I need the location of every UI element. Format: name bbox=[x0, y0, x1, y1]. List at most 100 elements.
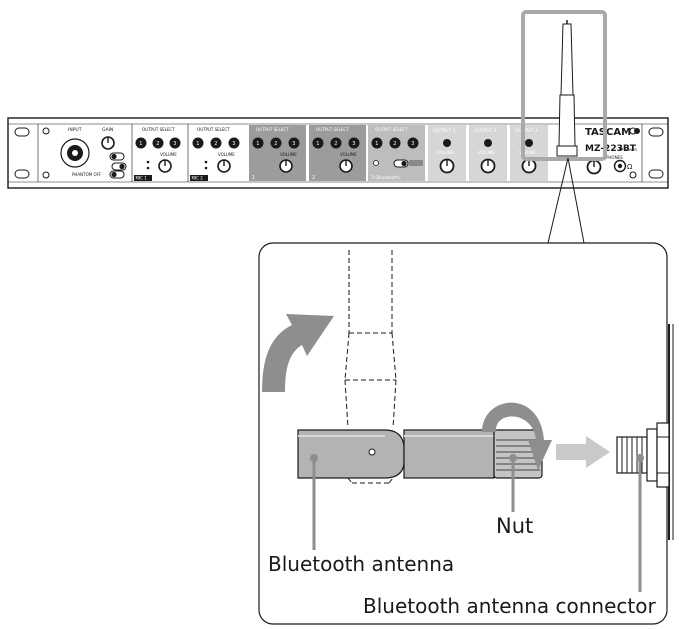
select-button-label: 2 bbox=[156, 141, 159, 147]
power-label: POWER bbox=[624, 148, 638, 152]
nut-label: Nut bbox=[496, 514, 534, 538]
indicator-led-icon bbox=[204, 166, 208, 170]
output-sections: OUTPUT 1 OUTPUT 2 OUTPUT 3 VOLUME VOLUME… bbox=[428, 125, 548, 181]
mic1-badge-text: MIC 1 bbox=[136, 176, 148, 181]
select-button-2[interactable] bbox=[389, 137, 401, 149]
line2-output-select-label: OUTPUT SELECT bbox=[316, 127, 349, 132]
line3-sub-label: 3 (Bluetooth) bbox=[371, 175, 401, 181]
select-button-label: 3 bbox=[352, 141, 355, 147]
bluetooth-antenna bbox=[297, 429, 495, 479]
rack-hole-icon bbox=[14, 169, 30, 179]
select-button-label: 2 bbox=[393, 141, 396, 147]
bluetooth-antenna-connector-label: Bluetooth antenna connector bbox=[363, 594, 656, 618]
callout-guide-left bbox=[547, 157, 569, 244]
line1-section: OUTPUT SELECT 1 2 3 VOLUME 1 bbox=[249, 125, 306, 181]
fold-up-arrow-icon bbox=[262, 314, 334, 392]
select-button-3[interactable] bbox=[288, 137, 300, 149]
brand-logo: TASCAM bbox=[585, 127, 631, 138]
select-button-3[interactable] bbox=[348, 137, 360, 149]
mic1-output-select-label: OUTPUT SELECT bbox=[142, 127, 175, 132]
output1-volume-label: VOLUME bbox=[437, 150, 454, 155]
antenna-nut bbox=[482, 402, 552, 479]
rack-hole-icon bbox=[648, 169, 664, 179]
bluetooth-antenna-connector bbox=[616, 422, 670, 488]
mic1-badge bbox=[134, 175, 152, 181]
antenna-hinge-barrel bbox=[403, 429, 495, 479]
antenna-connector-icon bbox=[556, 145, 578, 157]
mic2-badge-text: MIC 2 bbox=[192, 176, 204, 181]
phones-label: PHONES bbox=[606, 155, 623, 160]
line2-volume-label: VOLUME bbox=[340, 152, 357, 157]
pairing-led-icon bbox=[373, 160, 379, 166]
screw-icon bbox=[42, 171, 50, 179]
mic1-section: OUTPUT SELECT 1 2 3 VOLUME MIC 1 bbox=[131, 124, 181, 182]
connector-leader-dot bbox=[636, 454, 644, 462]
indicator-led-icon bbox=[146, 160, 150, 164]
combo-jack-hole-icon bbox=[72, 150, 78, 156]
headphone-indicator-icon bbox=[525, 139, 533, 147]
tighten-rotation-arrow-icon bbox=[482, 402, 552, 470]
phones-jack-hole-icon bbox=[617, 163, 623, 169]
mic2-output-select-label: OUTPUT SELECT bbox=[197, 127, 230, 132]
line1-panel bbox=[249, 125, 306, 181]
select-button-1[interactable] bbox=[312, 137, 324, 149]
nut-leader-dot bbox=[509, 454, 517, 462]
line3-panel bbox=[368, 125, 425, 181]
power-button-icon[interactable] bbox=[634, 128, 640, 134]
line2-panel bbox=[309, 125, 366, 181]
output2-label: OUTPUT 2 bbox=[474, 128, 497, 134]
connector-flange bbox=[646, 428, 658, 482]
output1-label: OUTPUT 1 bbox=[433, 128, 456, 134]
select-button-3[interactable] bbox=[407, 137, 419, 149]
device-antenna bbox=[556, 20, 578, 157]
select-button-label: 1 bbox=[139, 141, 142, 147]
select-button-2[interactable] bbox=[270, 137, 282, 149]
select-button-1[interactable] bbox=[252, 137, 264, 149]
line2-number: 2 bbox=[312, 175, 315, 181]
select-button-label: 1 bbox=[375, 141, 378, 147]
screw-icon bbox=[629, 171, 637, 179]
line1-number: 1 bbox=[252, 175, 255, 181]
power-led-icon bbox=[619, 147, 623, 151]
brand-area: TASCAM MZ-223BT POWER PHONES Ω bbox=[585, 127, 640, 175]
headphone-indicator-icon bbox=[443, 139, 451, 147]
callout-guide-right bbox=[567, 157, 585, 244]
input-label: INPUT bbox=[68, 127, 82, 133]
select-button-2[interactable] bbox=[210, 137, 222, 149]
rack-hole-icon bbox=[14, 127, 30, 137]
select-button-label: 3 bbox=[411, 141, 414, 147]
switch-toggle-icon bbox=[401, 160, 407, 167]
model-name: MZ-223BT bbox=[585, 144, 637, 154]
attach-direction-arrow-icon bbox=[556, 436, 610, 468]
select-button-1[interactable] bbox=[192, 137, 204, 149]
select-button-3[interactable] bbox=[228, 137, 240, 149]
select-button-label: 3 bbox=[232, 141, 235, 147]
bluetooth-antenna-label: Bluetooth antenna bbox=[268, 552, 455, 576]
connector-base-nut bbox=[656, 422, 670, 488]
select-button-1[interactable] bbox=[371, 137, 383, 149]
line3-output-select-label: OUTPUT SELECT bbox=[375, 127, 408, 132]
select-button-2[interactable] bbox=[330, 137, 342, 149]
select-button-label: 2 bbox=[274, 141, 277, 147]
select-button-2[interactable] bbox=[152, 137, 164, 149]
output2-volume-label: VOLUME bbox=[478, 150, 495, 155]
select-button-label: 1 bbox=[196, 141, 199, 147]
select-button-1[interactable] bbox=[135, 137, 147, 149]
screw-icon bbox=[42, 127, 50, 135]
select-button-label: 1 bbox=[256, 141, 259, 147]
switch-toggle-icon bbox=[111, 153, 117, 160]
input-section: INPUT GAIN PHANTOM OFF bbox=[60, 127, 127, 179]
line1-output-select-label: OUTPUT SELECT bbox=[256, 127, 289, 132]
antenna-upright-outline bbox=[344, 250, 397, 484]
select-button-label: 2 bbox=[214, 141, 217, 147]
mic1-volume-label: VOLUME bbox=[160, 152, 177, 157]
antenna-tip-icon bbox=[560, 23, 574, 96]
bluetooth-logo-icon bbox=[409, 160, 423, 166]
select-button-3[interactable] bbox=[169, 137, 181, 149]
hinge-pin-icon bbox=[368, 448, 376, 456]
indicator-led-icon bbox=[146, 166, 150, 170]
line3-bluetooth-section: OUTPUT SELECT 1 2 3 3 (Bluetooth) bbox=[368, 125, 425, 181]
line2-section: OUTPUT SELECT 1 2 3 VOLUME 2 bbox=[309, 125, 366, 181]
antenna-base-icon bbox=[558, 94, 576, 147]
